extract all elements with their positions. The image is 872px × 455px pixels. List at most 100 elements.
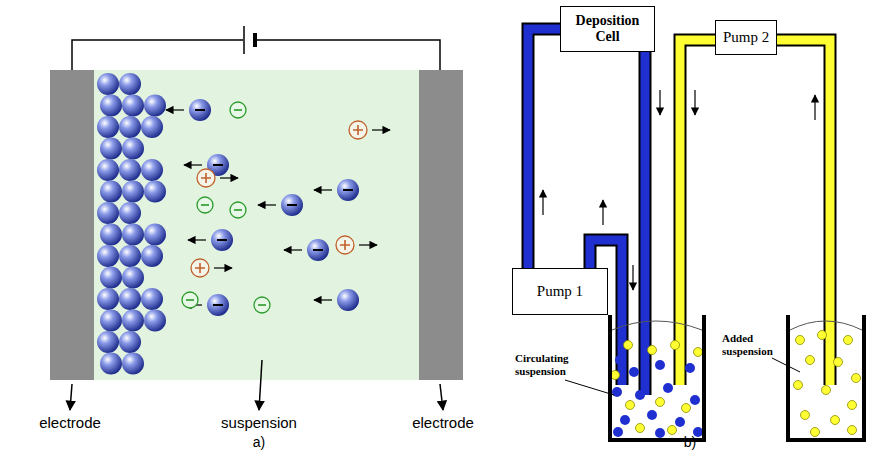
particle: [141, 116, 163, 138]
part-label: Added suspension: [722, 332, 784, 357]
suspension: [94, 70, 419, 380]
particle: [796, 336, 805, 345]
particle: [655, 360, 665, 370]
charge-sign: [287, 204, 297, 206]
process-box: Deposition Cell: [560, 6, 655, 52]
particle: [620, 415, 630, 425]
particle: [848, 401, 857, 410]
charge-sign: [234, 209, 242, 211]
particle: [141, 245, 163, 267]
charge-sign: [186, 299, 194, 301]
particle: [100, 138, 122, 160]
particle: [307, 239, 329, 261]
particle: [635, 390, 645, 400]
particle: [613, 427, 623, 437]
panel-label: a): [253, 434, 265, 450]
particle: [144, 310, 166, 332]
part-label: suspension: [221, 414, 297, 431]
charge-sign: [217, 239, 227, 241]
pump-box: Pump 2: [715, 20, 777, 55]
flow-arrow: [543, 90, 815, 290]
charge-sign: [195, 263, 205, 273]
particle: [682, 404, 691, 413]
charge-sign: [201, 204, 209, 206]
particle: [337, 289, 359, 311]
charge-sign: [213, 304, 223, 306]
particle: [97, 73, 119, 95]
motion-arrow: [372, 129, 390, 130]
cation: [336, 236, 354, 254]
particle: [141, 159, 163, 181]
part-label: Circulating suspension: [515, 352, 595, 377]
charge-sign: [258, 304, 266, 306]
charge-sign: [234, 109, 242, 111]
particle: [822, 386, 831, 395]
particle: [281, 194, 303, 216]
pipe: [528, 29, 560, 268]
liquid-surface: [612, 321, 702, 330]
battery-plate: [253, 33, 257, 47]
node-text: Pump 2: [723, 29, 769, 46]
particle: [119, 202, 141, 224]
particle: [671, 341, 680, 350]
particle: [144, 224, 166, 246]
liquid-surface: [790, 321, 862, 330]
electrode: [419, 70, 463, 380]
particle: [663, 383, 673, 393]
pump-box: Pump 1: [512, 268, 608, 315]
beaker: [788, 315, 864, 440]
beaker: [610, 315, 704, 440]
particle: [189, 99, 211, 121]
anion: [230, 202, 246, 218]
particle: [100, 310, 122, 332]
charge-sign: [213, 164, 223, 166]
particle: [624, 341, 633, 350]
motion-arrow: [284, 249, 302, 250]
particle: [97, 116, 119, 138]
particle: [100, 95, 122, 117]
particle: [119, 245, 141, 267]
particle: [852, 374, 861, 383]
anion: [182, 292, 198, 308]
particle: [675, 417, 685, 427]
particle: [211, 229, 233, 251]
particle: [629, 367, 639, 377]
leader: [259, 360, 262, 410]
particle: [801, 411, 810, 420]
particle: [834, 358, 843, 367]
leader: [772, 358, 800, 372]
panel-label: b): [684, 434, 696, 450]
charge-sign: [353, 125, 363, 135]
particle: [794, 381, 803, 390]
particle: [122, 138, 144, 160]
particle: [655, 428, 665, 438]
particle: [337, 179, 359, 201]
particle: [122, 224, 144, 246]
particle: [806, 356, 815, 365]
charge-sign: [343, 189, 353, 191]
cation: [197, 169, 215, 187]
particle: [97, 202, 119, 224]
particles: [166, 99, 390, 316]
particle: [144, 95, 166, 117]
particle: [685, 363, 695, 373]
particle: [100, 267, 122, 289]
motion-arrow: [188, 239, 206, 240]
anion: [254, 297, 270, 313]
particle: [119, 159, 141, 181]
part-label: electrode: [39, 414, 101, 431]
particle: [119, 116, 141, 138]
particle: [97, 245, 119, 267]
cation: [349, 121, 367, 139]
electrode: [50, 70, 94, 380]
particle: [144, 181, 166, 203]
deposit: [97, 73, 166, 375]
particle: [100, 181, 122, 203]
charge-sign: [201, 173, 211, 183]
motion-arrow: [314, 189, 332, 190]
motion-arrow: [258, 204, 276, 205]
node-text: Deposition Cell: [567, 13, 648, 45]
particle: [100, 353, 122, 375]
